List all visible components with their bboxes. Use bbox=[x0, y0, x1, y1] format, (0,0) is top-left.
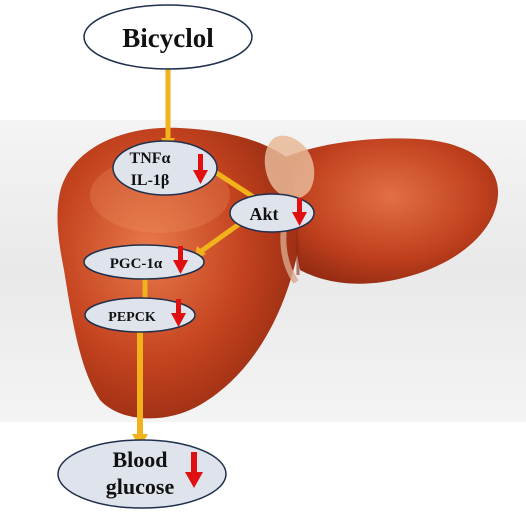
pgc1a-label: PGC-1α bbox=[110, 256, 163, 272]
liver-left-lobe bbox=[283, 138, 499, 284]
node-pepck: PEPCK bbox=[84, 297, 196, 333]
blood-label: Blood bbox=[112, 447, 167, 472]
pepck-label: PEPCK bbox=[108, 310, 156, 325]
down-arrow-icon bbox=[185, 452, 203, 488]
node-pgc1a: PGC-1α bbox=[83, 244, 205, 280]
down-arrow-icon bbox=[292, 198, 307, 226]
connector-cytokines-akt bbox=[210, 167, 260, 203]
cytokine-tnf-label: TNFα bbox=[130, 150, 171, 167]
gallbladder bbox=[264, 135, 315, 199]
glucose-label: glucose bbox=[106, 474, 175, 499]
node-bicyclol: Bicyclol bbox=[83, 4, 253, 70]
akt-label: Akt bbox=[249, 204, 278, 224]
node-cytokines: TNFα IL-1β bbox=[112, 140, 218, 196]
down-arrow-icon bbox=[193, 154, 208, 184]
down-arrow-icon bbox=[171, 299, 186, 327]
node-akt: Akt bbox=[229, 193, 315, 233]
connector-akt-pgc1a bbox=[198, 219, 244, 255]
node-blood-glucose: Blood glucose bbox=[57, 439, 227, 509]
cytokine-il1b-label: IL-1β bbox=[131, 172, 170, 189]
down-arrow-icon bbox=[173, 246, 188, 274]
bicyclol-label: Bicyclol bbox=[122, 23, 214, 53]
